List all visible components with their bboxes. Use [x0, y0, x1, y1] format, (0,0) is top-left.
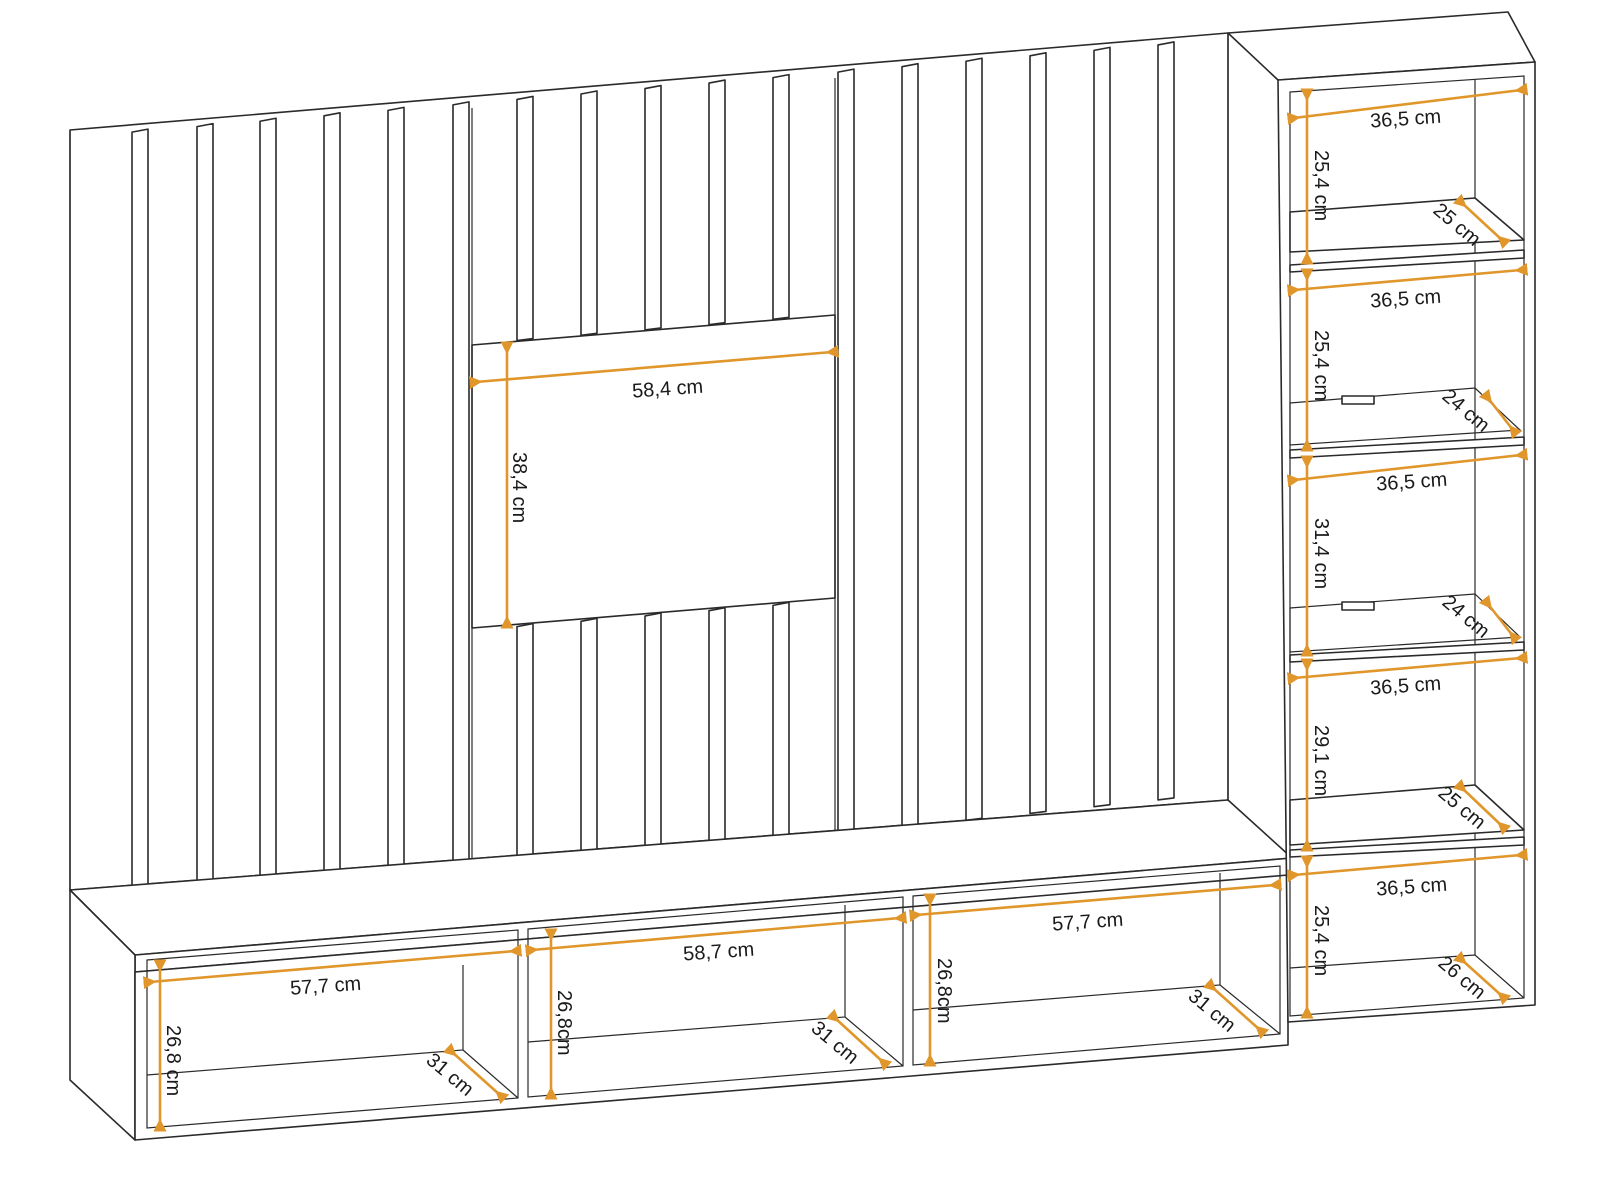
slat: [516, 622, 534, 861]
slat: [452, 101, 470, 866]
slat: [259, 117, 277, 881]
slat: [516, 95, 534, 342]
slat: [772, 73, 790, 321]
shelf5-width-label: 36,5 cm: [1375, 874, 1448, 901]
base-right-width-label: 57,7 cm: [1051, 909, 1124, 936]
shelf3-width-label: 36,5 cm: [1375, 469, 1448, 496]
slat: [708, 79, 726, 326]
tv-height-label: 38,4 cm: [508, 452, 530, 523]
slat: [1029, 51, 1047, 815]
slat: [772, 601, 790, 841]
shelf3-height-label: 31,4 cm: [1310, 518, 1332, 589]
base-right-height-label: 26,8cm: [933, 958, 955, 1024]
slat: [323, 112, 341, 876]
shelf2-height-label: 25,4 cm: [1310, 330, 1332, 401]
base-left-width-label: 57,7 cm: [289, 973, 362, 1000]
shelf-clip: [1341, 601, 1375, 611]
slat: [837, 68, 855, 835]
shelf5-height-label: 25,4 cm: [1310, 905, 1332, 976]
slat: [580, 90, 598, 337]
slat: [965, 57, 983, 822]
tv-width-label: 58,4 cm: [631, 376, 704, 403]
base-mid-width-label: 58,7 cm: [682, 939, 755, 966]
shelf-clip: [1341, 395, 1375, 405]
slat: [1093, 46, 1111, 808]
dimension-lines: [142, 82, 1529, 1132]
base-left-height-label: 26,8 cm: [162, 1025, 184, 1096]
slat: [644, 84, 662, 331]
slat: [1157, 41, 1175, 801]
slat: [387, 106, 405, 871]
slat: [901, 62, 919, 828]
shelf2-width-label: 36,5 cm: [1369, 286, 1442, 313]
shelf1-width-label: 36,5 cm: [1369, 106, 1442, 133]
shelf4-width-label: 36,5 cm: [1369, 673, 1442, 700]
slat: [580, 617, 598, 856]
shelf1-height-label: 25,4 cm: [1310, 150, 1332, 221]
slat: [131, 128, 149, 891]
shelf4-height-label: 29,1 cm: [1310, 725, 1332, 796]
slat: [708, 606, 726, 846]
slat: [644, 612, 662, 851]
slat-group: [131, 41, 1175, 891]
back-panel: [69, 32, 1229, 891]
slat: [196, 122, 214, 886]
base-mid-height-label: 26,8cm: [553, 990, 575, 1056]
